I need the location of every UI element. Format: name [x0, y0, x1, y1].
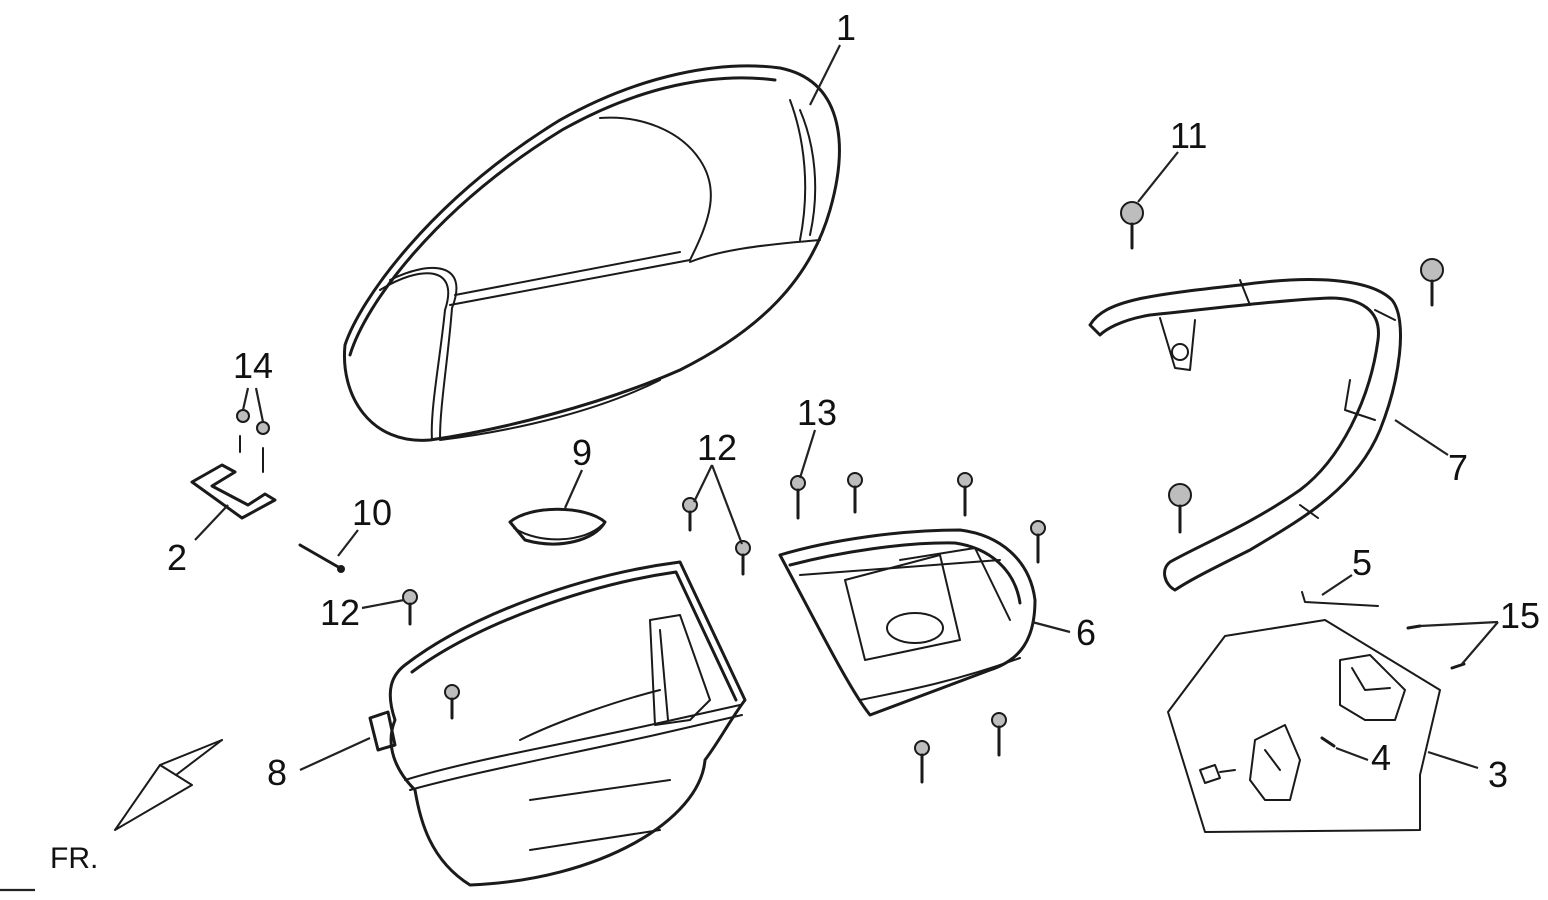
- callout-11: 11: [1170, 115, 1207, 156]
- bolt-11-c: [1168, 483, 1192, 534]
- callout-3: 3: [1488, 754, 1508, 795]
- callout-10: 10: [352, 492, 392, 533]
- part-5-wire: [1301, 591, 1379, 607]
- part-2-bracket: [190, 463, 277, 520]
- leader-9: [563, 469, 584, 509]
- callout-labels: 1 2 3 4 5 6 7 8 9 10 11 12 12 13 14 15 F…: [50, 7, 1540, 875]
- screw-13-a: [790, 475, 806, 520]
- part-15-screws: [1406, 624, 1466, 670]
- callout-9: 9: [572, 432, 592, 473]
- screw-set: [402, 472, 1046, 784]
- leader-12a2: [710, 464, 744, 545]
- leader-7: [1394, 419, 1449, 456]
- leader-5: [1321, 574, 1353, 596]
- callout-2: 2: [167, 537, 187, 578]
- leader-6: [1031, 620, 1071, 634]
- leader-13: [798, 429, 817, 479]
- leader-4: [1335, 746, 1369, 762]
- screw-12-b: [735, 540, 751, 576]
- leader-1: [809, 44, 841, 106]
- leader-14a: [241, 387, 250, 411]
- part-7-grab-rail: [1088, 278, 1402, 592]
- leader-8: [299, 736, 371, 772]
- bolt-11-b: [1420, 258, 1444, 307]
- screw-inside-box: [444, 684, 460, 720]
- part-6-tray: [778, 528, 1037, 717]
- leader-12a1: [693, 464, 713, 503]
- screw-13-d: [1030, 520, 1046, 564]
- leader-11: [1137, 151, 1179, 203]
- part-11-bolts: [1120, 201, 1444, 534]
- screw-13-f: [914, 740, 930, 784]
- callout-13: 13: [797, 392, 837, 433]
- leader-15a: [1419, 620, 1499, 628]
- part-9-cap: [508, 507, 607, 546]
- callout-7: 7: [1448, 447, 1468, 488]
- screw-13-c: [957, 472, 973, 517]
- callout-15: 15: [1500, 595, 1540, 636]
- callout-6: 6: [1076, 612, 1096, 653]
- leader-14b: [254, 387, 265, 423]
- part-14-fasteners: [236, 409, 270, 473]
- front-direction-label: FR.: [50, 842, 98, 875]
- callout-12b: 12: [320, 592, 360, 633]
- callout-5: 5: [1352, 542, 1372, 583]
- screw-12-c: [402, 589, 418, 626]
- front-direction-arrow: [114, 739, 223, 831]
- part-10-pin: [298, 543, 345, 573]
- callout-8: 8: [267, 752, 287, 793]
- callout-1: 1: [836, 7, 856, 48]
- part-3-latch-assembly: [1167, 619, 1441, 833]
- leader-10: [337, 529, 359, 557]
- callout-12a: 12: [697, 427, 737, 468]
- callout-14: 14: [233, 345, 273, 386]
- screw-13-b: [847, 472, 863, 514]
- leader-15b: [1461, 621, 1499, 665]
- bolt-11-a: [1120, 201, 1144, 250]
- leader-2: [194, 504, 229, 541]
- screw-13-e: [991, 712, 1007, 757]
- leader-lines: [0, 44, 1499, 892]
- leader-12b: [361, 598, 405, 610]
- part-seat: [342, 64, 841, 442]
- screw-12-a: [682, 497, 698, 532]
- leader-3: [1427, 750, 1479, 770]
- part-8-storage-box: [368, 560, 747, 887]
- callout-4: 4: [1371, 737, 1391, 778]
